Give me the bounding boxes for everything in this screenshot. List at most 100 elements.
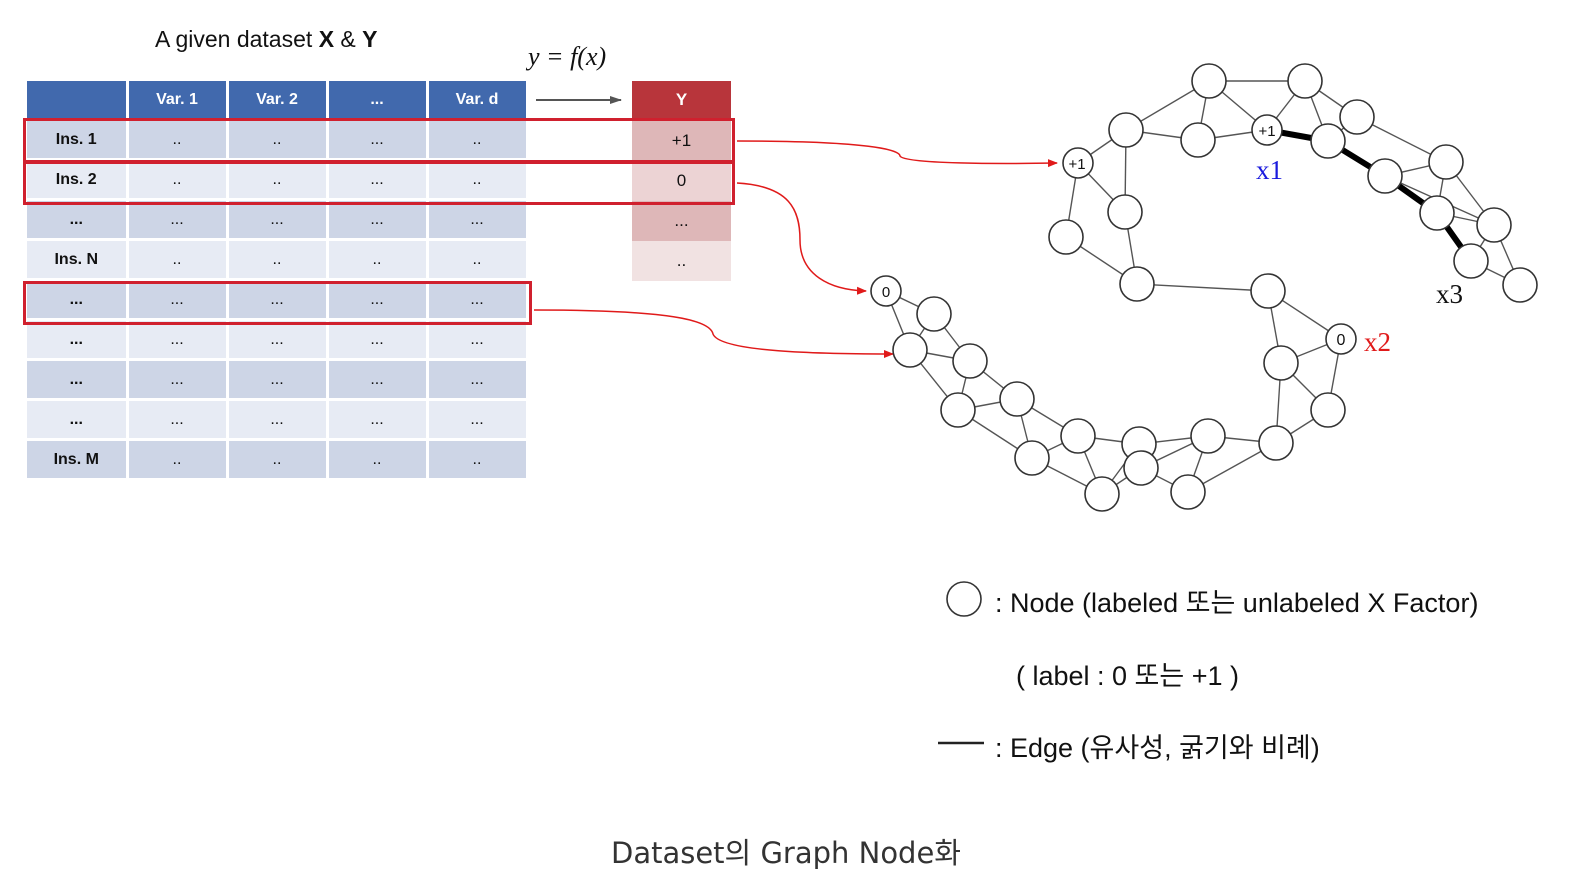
table-cell: .. (227, 119, 329, 161)
table-cell: ... (327, 399, 429, 441)
graph-node (1367, 158, 1403, 194)
graph-node (1453, 243, 1489, 279)
table-row: ... ... ... ... ... (27, 279, 529, 321)
table-cell: .. (227, 439, 329, 481)
node-label: 0 (1337, 332, 1346, 349)
table-cell: .. (127, 159, 229, 201)
graph-node (1108, 112, 1144, 148)
node-label: +1 (1068, 156, 1085, 173)
graph-node (1048, 219, 1084, 255)
table-cell: ... (227, 359, 329, 401)
graph-node (1180, 122, 1216, 158)
table-row: ... ... ... ... ... (27, 319, 529, 361)
table-cell: .. (127, 439, 229, 481)
point-label-x3: x3 (1436, 279, 1463, 309)
graph-node (1060, 418, 1096, 454)
table-cell: ... (227, 319, 329, 361)
y-value-cell: .. (632, 241, 731, 281)
row-label: Ins. M (27, 439, 129, 481)
graph-node (916, 296, 952, 332)
table-cell: ... (427, 359, 529, 401)
graph-node (952, 343, 988, 379)
table-cell: ... (227, 199, 329, 241)
row-label: ... (27, 279, 129, 321)
node-label: +1 (1258, 123, 1275, 140)
function-label: y = f(x) (528, 42, 607, 71)
graph-node (1325, 323, 1357, 355)
table-cell: ... (227, 279, 329, 321)
y-header: Y (632, 81, 731, 118)
row-label: ... (27, 399, 129, 441)
graph-node (1258, 425, 1294, 461)
table-cell: ... (327, 279, 429, 321)
legend-label-text: ( label : 0 또는 +1 ) (1016, 661, 1240, 691)
graph-node (1107, 194, 1143, 230)
table-cell: .. (427, 159, 529, 201)
table-cell: ... (427, 399, 529, 441)
graph-node (1170, 474, 1206, 510)
y-column: Y +1 0 ... .. (632, 81, 731, 281)
table-cell: ... (327, 159, 429, 201)
graph-node (1476, 207, 1512, 243)
table-cell: ... (227, 399, 329, 441)
dataset-title: A given dataset X & Y (155, 26, 378, 52)
table-cell: .. (127, 119, 229, 161)
graph-nodes (870, 63, 1538, 512)
row-label: Ins. N (27, 239, 129, 281)
y-value-cell: ... (632, 201, 731, 241)
table-cell: ... (427, 279, 529, 321)
table-cell: ... (327, 319, 429, 361)
highlight-box-row-5 (23, 281, 532, 325)
dataset-table: Var. 1 Var. 2 ... Var. d Ins. 1 .. .. ..… (27, 81, 529, 481)
graph-node (1250, 273, 1286, 309)
table-cell: ... (127, 399, 229, 441)
graph-node (1339, 99, 1375, 135)
point-label-x2: x2 (1364, 327, 1391, 357)
table-cell: .. (327, 439, 429, 481)
table-row: Ins. N .. .. .. .. (27, 239, 529, 281)
graph-node (1123, 450, 1159, 486)
table-cell: ... (327, 119, 429, 161)
graph-node (1191, 63, 1227, 99)
graph-edge (1136, 283, 1269, 292)
table-row: ... ... ... ... ... (27, 399, 529, 441)
graph-node (1062, 147, 1094, 179)
graph-node (1119, 266, 1155, 302)
header-cell: Var. d (427, 81, 529, 121)
table-cell: .. (427, 239, 529, 281)
table-row: ... ... ... ... ... (27, 199, 529, 241)
legend-node-text: : Node (labeled 또는 unlabeled X Factor) (995, 588, 1479, 618)
graph-node (1263, 345, 1299, 381)
highlight-box-ins-2 (23, 160, 735, 205)
table-row: Ins. 2 .. .. ... .. (27, 159, 529, 201)
graph-node (940, 392, 976, 428)
graph-node (1419, 195, 1455, 231)
table-cell: ... (127, 319, 229, 361)
table-cell: .. (227, 159, 329, 201)
table-cell: ... (327, 359, 429, 401)
table-cell: ... (127, 199, 229, 241)
graph-node (1084, 476, 1120, 512)
table-cell: .. (327, 239, 429, 281)
legend-node-icon (946, 581, 982, 617)
header-cell (27, 81, 129, 121)
graph-node (1502, 267, 1538, 303)
graph-node (1190, 418, 1226, 454)
y-value-cell: 0 (632, 161, 731, 201)
table-cell: ... (127, 279, 229, 321)
graph-node (1428, 144, 1464, 180)
node-label: 0 (882, 284, 890, 301)
row-label: ... (27, 319, 129, 361)
table-cell: ... (427, 199, 529, 241)
mapping-arrow (533, 309, 894, 358)
graph-node (892, 332, 928, 368)
table-cell: .. (227, 239, 329, 281)
graph-node (1251, 114, 1283, 146)
table-cell: .. (427, 439, 529, 481)
table-cell: ... (427, 319, 529, 361)
row-label: Ins. 1 (27, 119, 129, 161)
mapping-arrow (736, 182, 867, 295)
row-label: Ins. 2 (27, 159, 129, 201)
figure-caption: Dataset의 Graph Node화 (610, 836, 961, 870)
